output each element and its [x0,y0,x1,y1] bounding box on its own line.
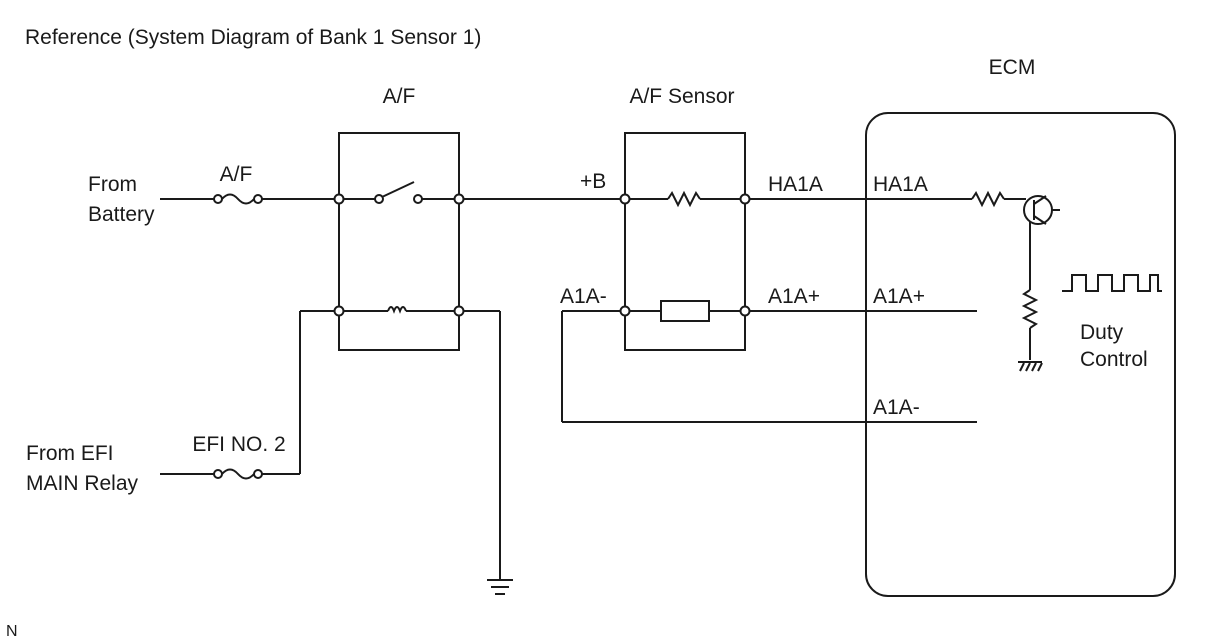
af-fuse-label: A/F [220,163,253,186]
terminal-sensor-ha1a: HA1A [768,173,823,196]
relay-ground-symbol [487,579,513,595]
ha1a-line [745,190,1026,208]
terminal-ecm-ha1a: HA1A [873,173,928,196]
ecm-ground-symbol [1018,361,1043,372]
terminal-sensor-a1a-minus: A1A- [560,285,607,308]
duty-label-line1: Duty [1080,321,1124,344]
efi-fuse-symbol [213,468,263,480]
af-fuse-symbol [213,193,263,205]
ecm-label: ECM [989,56,1036,79]
efi-supply-line [160,310,339,475]
diagram-title: Reference (System Diagram of Bank 1 Sens… [25,26,481,49]
af-relay-box [338,132,460,351]
efi-label-line2: MAIN Relay [26,472,139,495]
efi-fuse-label: EFI NO. 2 [192,433,285,456]
relay-terminal-nodes [333,193,465,317]
battery-label-line1: From [88,173,137,196]
ecm-transistor-symbol [1023,195,1060,290]
terminal-ecm-a1a-plus: A1A+ [873,285,925,308]
sensor-element-symbol [625,300,745,322]
af-sensor-box [624,132,746,351]
sensor-terminal-nodes [619,193,751,317]
relay-coil-symbol [339,306,459,314]
a1a-minus-line [561,310,977,423]
duty-waveform-icon [1062,274,1162,292]
efi-label-line1: From EFI [26,442,114,465]
terminal-plus-b: +B [580,170,606,193]
ecm-pulldown-resistor [1021,289,1039,360]
relay-ground-line [459,310,501,580]
af-sensor-label: A/F Sensor [629,85,734,108]
duty-label-line2: Control [1080,348,1148,371]
footer-mark: N [6,623,18,640]
ecm-box [865,112,1176,597]
af-relay-label: A/F [383,85,416,108]
terminal-sensor-a1a-plus: A1A+ [768,285,820,308]
terminal-ecm-a1a-minus: A1A- [873,396,920,419]
sensor-heater-resistor [625,190,745,208]
battery-label-line2: Battery [88,203,155,226]
relay-switch-symbol [339,181,459,204]
